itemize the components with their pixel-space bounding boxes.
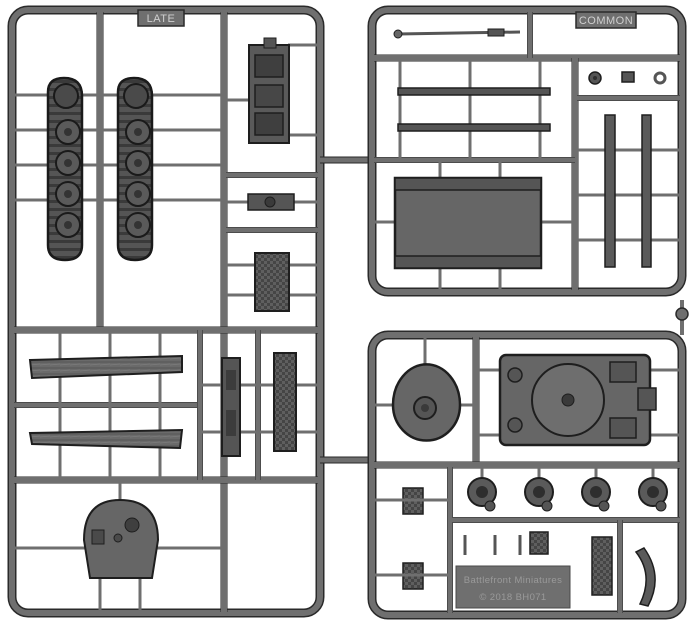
sprue-label-late: LATE xyxy=(147,13,176,25)
copyright-text: © 2018 BH071 xyxy=(479,592,546,603)
grille-parts xyxy=(374,487,613,596)
frame-pin xyxy=(675,300,689,335)
roller-stub xyxy=(484,500,496,512)
roller-parts xyxy=(467,467,668,512)
pin-parts xyxy=(463,535,522,555)
plank-parts xyxy=(28,330,184,480)
long-rod-parts xyxy=(577,114,680,268)
engine-part xyxy=(226,37,318,144)
wheel-hub xyxy=(134,128,142,136)
roller-stub xyxy=(541,500,553,512)
fender-part xyxy=(634,547,656,607)
left-label-plate: LATE xyxy=(137,9,185,27)
vertical-detail-parts xyxy=(200,352,318,457)
rail-parts xyxy=(397,58,551,160)
roller-hub xyxy=(476,486,488,498)
sprocket-wheel xyxy=(123,83,149,109)
right-sprue-frame-bottom xyxy=(367,330,687,620)
box-part xyxy=(226,252,318,312)
turret-top-part xyxy=(476,353,680,447)
wheel-hub xyxy=(64,221,72,229)
maker-plate: Battlefront Miniatures © 2018 BH071 xyxy=(455,565,571,609)
roller-hub xyxy=(590,486,602,498)
small-bits xyxy=(588,71,667,85)
wheel-hub xyxy=(134,190,142,198)
roller-stub xyxy=(655,500,667,512)
wheel-hub xyxy=(64,159,72,167)
small-mount-part xyxy=(226,193,318,211)
roller-hub xyxy=(533,486,545,498)
sprue-label-common: COMMON xyxy=(579,15,633,27)
maker-name-text: Battlefront Miniatures xyxy=(464,575,563,586)
rear-plate-part xyxy=(14,480,224,612)
roller-stub xyxy=(598,500,610,512)
deck-plate-part xyxy=(374,160,575,290)
grille-block xyxy=(529,531,549,555)
grille-block xyxy=(591,536,613,596)
wheel-hub xyxy=(64,190,72,198)
wheel-hub xyxy=(134,221,142,229)
right-label-plate: COMMON xyxy=(575,11,637,29)
turret-ring-part xyxy=(374,337,476,442)
roller-hub xyxy=(647,486,659,498)
track-unit xyxy=(46,76,84,262)
sprue-connector xyxy=(320,156,372,464)
antenna-part xyxy=(393,28,521,39)
sprocket-wheel xyxy=(53,83,79,109)
track-unit xyxy=(116,76,154,262)
wheel-hub xyxy=(134,159,142,167)
wheel-hub xyxy=(64,128,72,136)
track-parts xyxy=(14,76,224,262)
